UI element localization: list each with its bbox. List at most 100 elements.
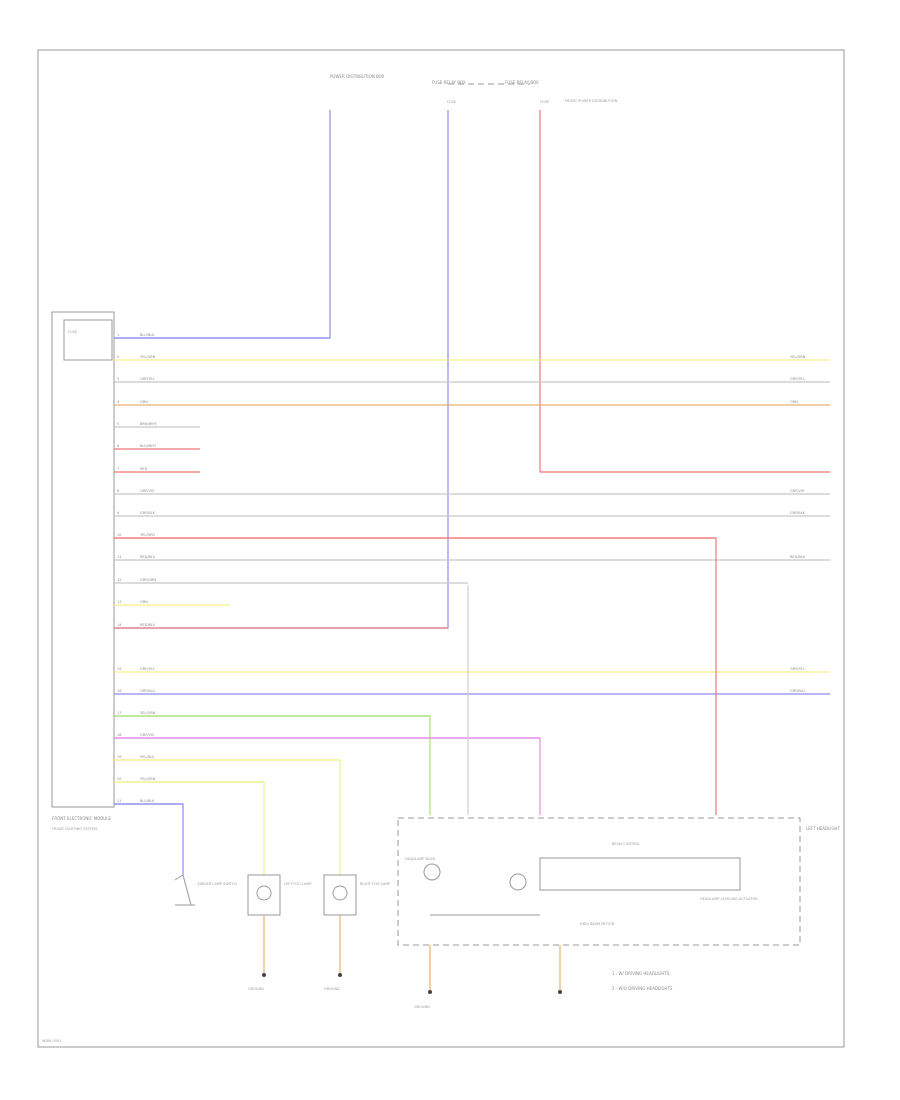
- legend-item-2: 2 - W/O DRIVING HEADLIGHTS: [612, 986, 673, 991]
- bus-wire-endcode-11: RED/BLU: [790, 555, 806, 559]
- top-right-component-label: FUSE RELAY BOX: [505, 80, 539, 85]
- bus-wire-code-10: YEL/RED: [140, 533, 155, 537]
- bus-wire-code-15: GRY/YEL: [140, 667, 155, 671]
- right-fog-lamp-box: [323, 874, 357, 916]
- high-beam-bulb-symbol: [509, 873, 527, 891]
- bus-wire-endcode-16: GRY/BLU: [790, 689, 805, 693]
- bus-wire-pin-6: 6: [117, 444, 119, 448]
- bus-wire-code-9: GRY/BLK: [140, 511, 156, 515]
- footer-code: WDM-0001: [42, 1039, 61, 1043]
- bus-wire-code-12: GRY/GRN: [140, 578, 156, 582]
- bus-wire-pin-10: 10: [117, 533, 121, 537]
- bus-wire-pin-18: 18: [117, 733, 121, 737]
- high-beam-motor-label: HIGH BEAM MOTOR: [580, 922, 615, 926]
- left-fog-lamp-box: [247, 874, 281, 916]
- top-mid-component-label: FUSE RELAY BOX: [432, 80, 466, 85]
- bus-wire-pin-17: 17: [117, 711, 121, 715]
- top-left-component-label: POWER DISTRIBUTION BOX: [330, 74, 385, 79]
- left-module-label: FRONT ELECTRONIC MODULE: [52, 816, 111, 821]
- headlamp-bulb-symbol: [423, 863, 441, 881]
- bus-wire-pin-3: 3: [117, 377, 119, 381]
- driver-lamp-switch-label: DRIVER LAMP SWITCH: [198, 882, 237, 886]
- bus-wire-pin-21: 21: [117, 799, 121, 803]
- ground-label-2: GROUND: [324, 987, 340, 991]
- bus-wire-pin-4: 4: [117, 400, 120, 404]
- bus-wire-endcode-8: GRY/VIO: [790, 489, 805, 493]
- leveling-actuator-label: HEADLAMP LEVELING ACTUATOR: [700, 897, 758, 901]
- bus-wire-pin-14: 14: [117, 623, 122, 627]
- bus-wire-code-21: BLU/BLK: [140, 799, 155, 803]
- wire-blue-switch: [114, 803, 184, 875]
- wire-green-drop: [114, 715, 431, 815]
- bus-wire-pin-12: 12: [117, 578, 121, 582]
- ground-dot-1: [262, 973, 266, 977]
- left-fog-lamp-label: LEFT FOG LAMP: [284, 882, 312, 886]
- bus-wire-pin-2: 2: [117, 355, 119, 359]
- bus-wire-pin-9: 9: [117, 511, 119, 515]
- beam-control-label: BEAM CONTROL: [612, 842, 640, 846]
- bus-wire-endcode-3: GRY/YEL: [790, 377, 805, 381]
- bus-wire-pin-7: 7: [117, 467, 119, 471]
- bus-wire-pin-19: 19: [117, 755, 121, 759]
- bus-wire-code-17: YEL/GRN: [140, 711, 156, 715]
- ground-label-1: GROUND: [248, 987, 264, 991]
- right-fog-lamp-bulb: [332, 885, 348, 901]
- bus-wire-code-3: GRY/YEL: [140, 377, 155, 381]
- bus-wire-code-14: RED/BLU: [140, 623, 156, 627]
- fuse-label-2: FUSE: [540, 100, 549, 104]
- bus-wire-endcode-4: ORN: [790, 400, 798, 404]
- wire-vertical-red-right: [539, 110, 830, 473]
- bus-wire-code-20: YEL/GRN: [140, 777, 156, 781]
- left-module-desc: FRONT LIGHTING SYSTEM: [52, 827, 97, 831]
- bus-wire-endcode-15: GRY/YEL: [790, 667, 805, 671]
- bus-wire-code-19: YEL/BLU: [140, 755, 155, 759]
- bus-wire-code-6: BLU/WHT: [140, 444, 157, 448]
- bus-wire-pin-15: 15: [117, 667, 121, 671]
- diagram-frame: [37, 49, 845, 1048]
- bus-wire-endcode-2: YEL/GRN: [790, 355, 806, 359]
- legend-item-1: 1 - W/ DRIVING HEADLIGHTS: [612, 971, 670, 976]
- wire-magenta-drop: [114, 737, 541, 815]
- bus-wire-code-11: RED/BLU: [140, 555, 156, 559]
- bus-wire-code-2: YEL/GRN: [140, 355, 156, 359]
- wire-red-drop: [114, 537, 717, 815]
- headlamp-bulb-label: HEADLAMP BULB: [405, 857, 436, 861]
- bus-wire-code-16: GRY/BLU: [140, 689, 155, 693]
- wire-yellow-lamp1: [114, 781, 265, 875]
- ground-dot-3: [428, 990, 432, 994]
- bus-wire-pin-8: 8: [117, 489, 119, 493]
- fuse-label-1: FUSE: [447, 100, 456, 104]
- bus-wire-code-18: GRY/VIO: [140, 733, 155, 737]
- front-module-fuse-box: [63, 319, 113, 361]
- wire-yellow-lamp2: [114, 759, 341, 875]
- bus-wire-pin-13: 13: [117, 600, 121, 604]
- bus-wire-code-4: ORN: [140, 400, 148, 404]
- ground-dot-4: [558, 990, 562, 994]
- left-headlight-assembly: [397, 817, 801, 946]
- bus-wire-pin-20: 20: [117, 777, 121, 781]
- driver-lamp-switch-symbol: [174, 874, 195, 906]
- bus-wire-code-8: GRY/VIO: [140, 489, 155, 493]
- top-right-component-desc: FRONT POWER DISTRIBUTION: [565, 99, 618, 103]
- bus-wire-pin-16: 16: [117, 689, 121, 693]
- bus-wire-code-1: BLU/BLK: [140, 333, 155, 337]
- bus-wire-code-13: GRN: [140, 600, 148, 604]
- right-fog-lamp-label: RIGHT FOG LAMP: [360, 882, 390, 886]
- beam-control-module: [539, 857, 741, 891]
- bus-wire-pin-11: 11: [117, 555, 121, 559]
- bus-wire-code-5: BRN/WHT: [140, 422, 158, 426]
- bus-wire-pin-1: 1: [117, 333, 119, 337]
- bus-wire-code-7: RED: [140, 467, 148, 471]
- bus-wire-pin-5: 5: [117, 422, 119, 426]
- left-module-fuse-label: FUSE: [68, 330, 77, 334]
- ground-label-3: GROUND: [414, 1005, 430, 1009]
- front-module-box: [51, 311, 115, 808]
- left-headlight-label: LEFT HEADLIGHT: [806, 826, 841, 831]
- left-fog-lamp-bulb: [256, 885, 272, 901]
- ground-dot-2: [338, 973, 342, 977]
- bus-wire-endcode-9: GRY/BLK: [790, 511, 806, 515]
- wire-vertical-blue-left: [114, 110, 331, 339]
- wire-vertical-blue-mid: [114, 110, 449, 629]
